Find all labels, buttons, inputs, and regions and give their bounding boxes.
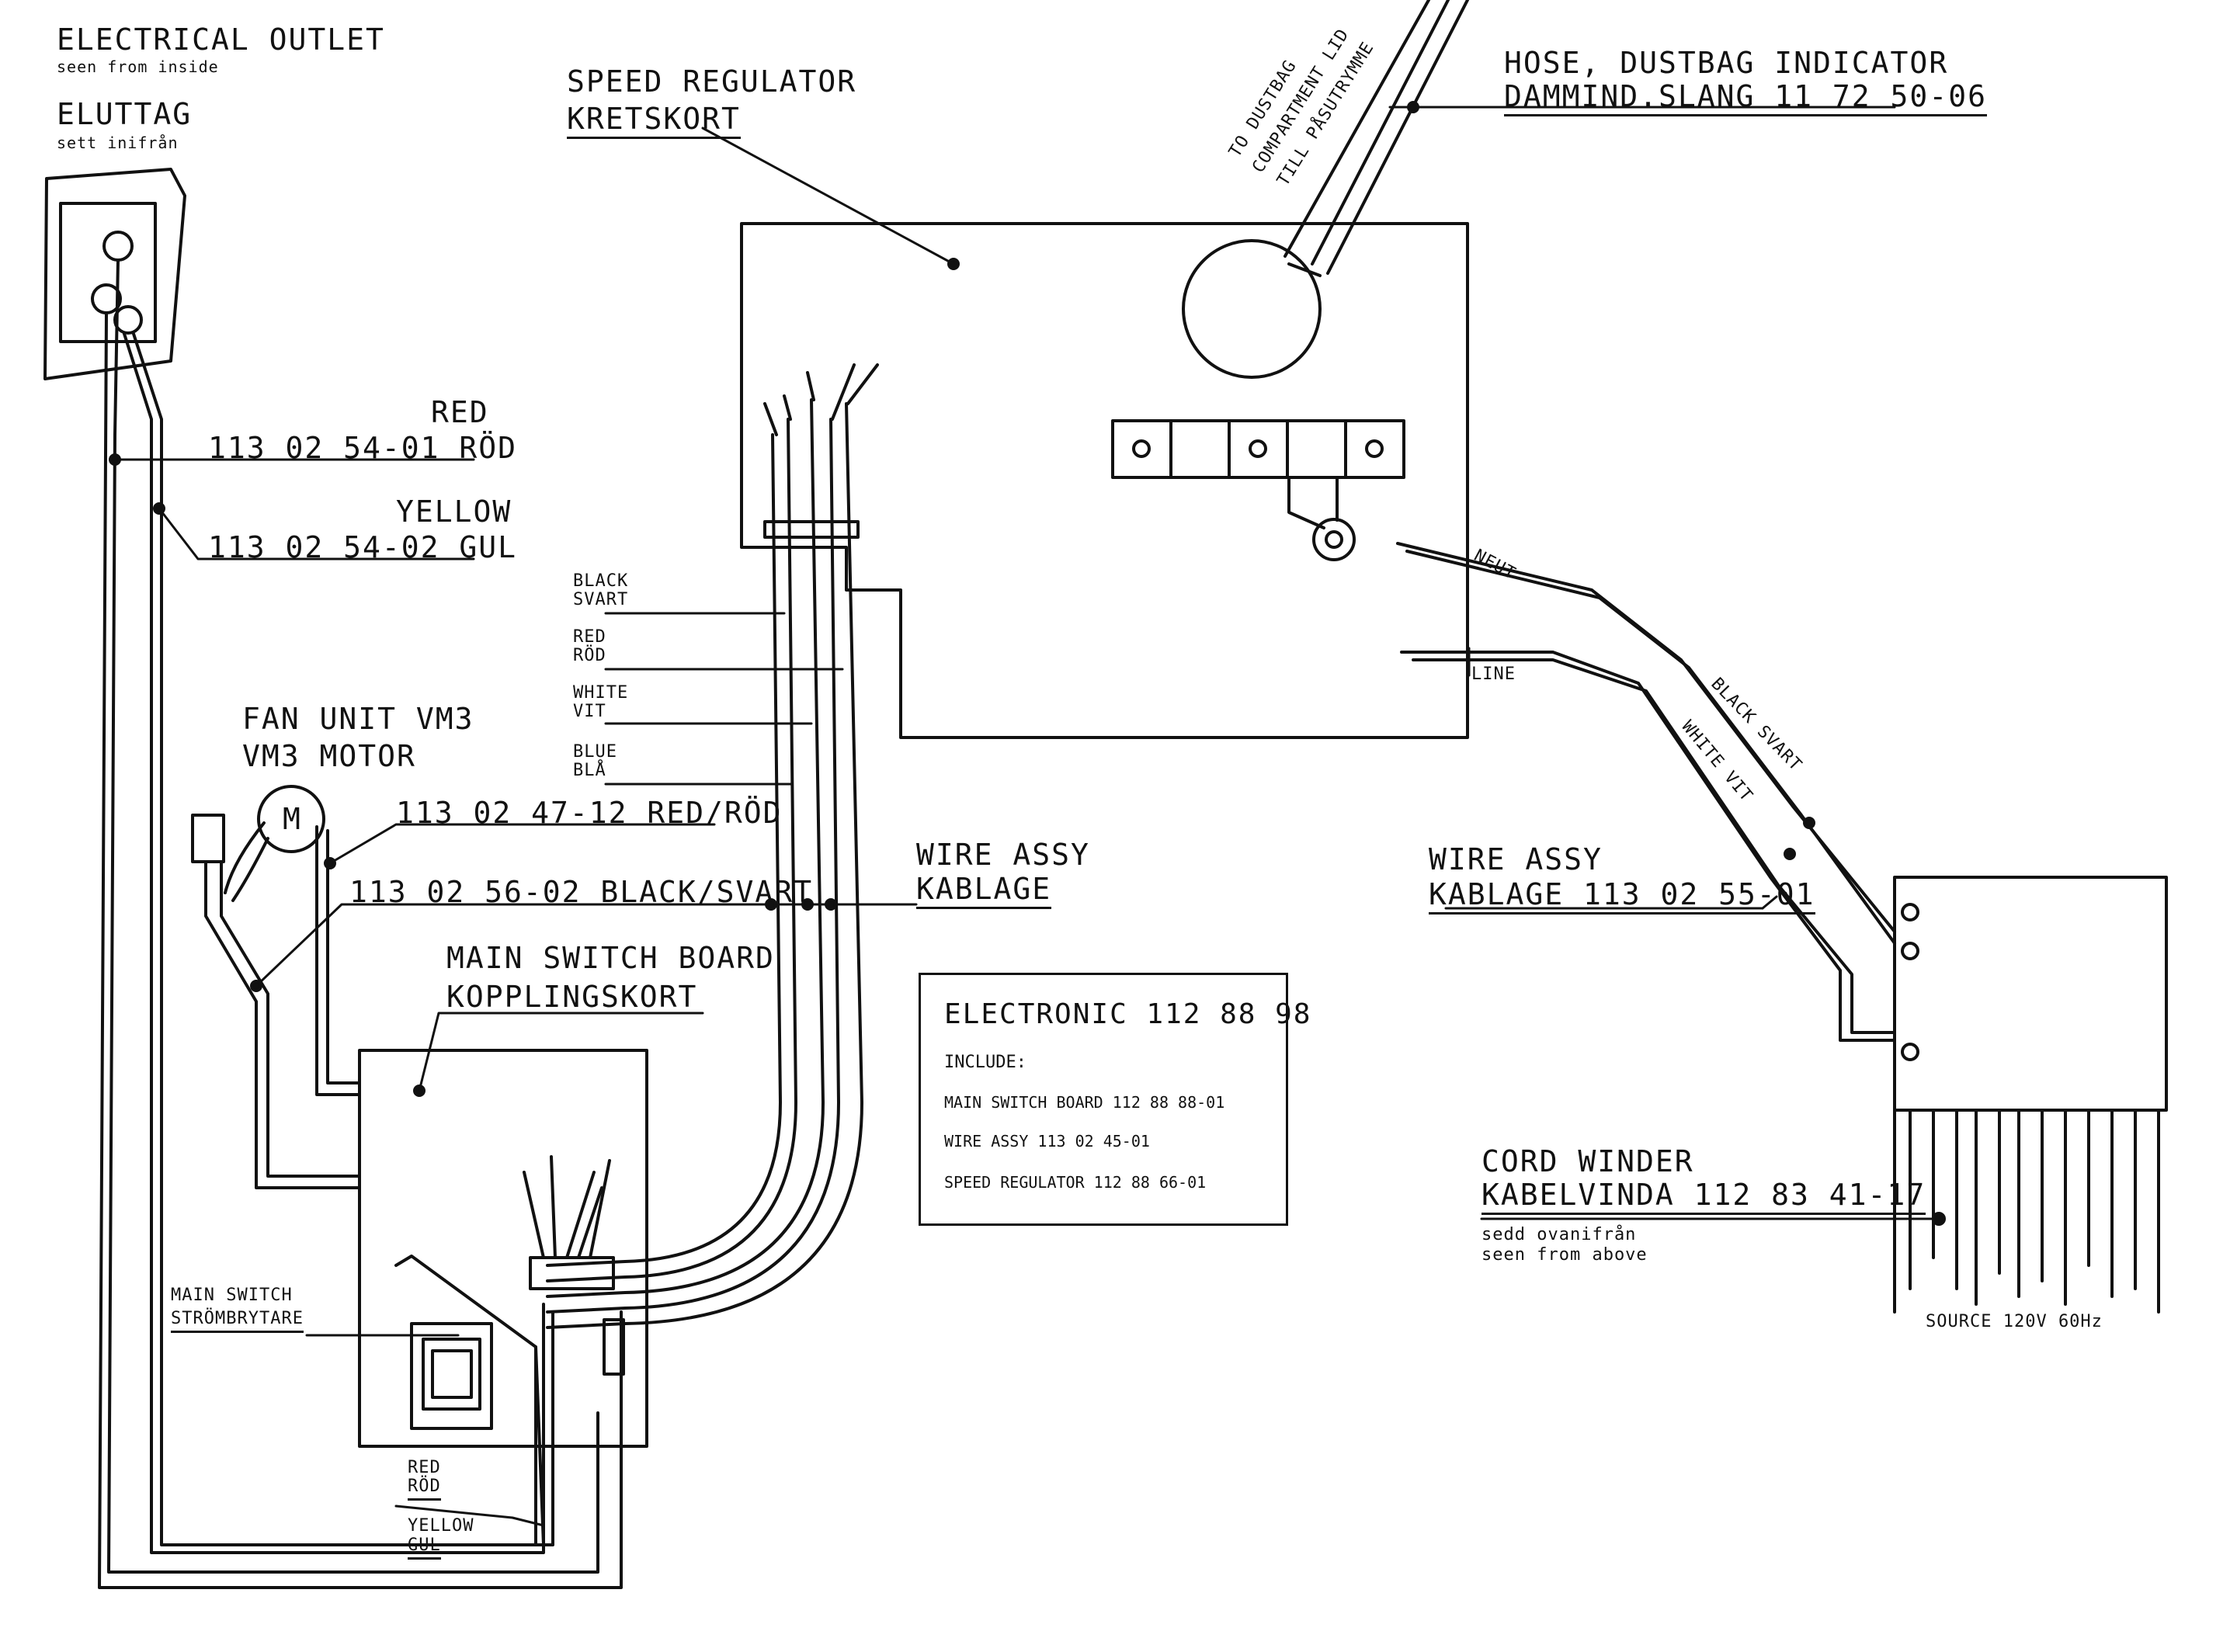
hose-label-en: HOSE, DUSTBAG INDICATOR: [1504, 46, 1949, 80]
bottom-yellow-label-sv: GUL: [408, 1537, 441, 1560]
speed-regulator-leader: [701, 127, 955, 266]
bottom-red-label-sv: RÖD: [408, 1478, 441, 1501]
hose-label-sv: DAMMIND.SLANG 11 72 50-06: [1504, 82, 1987, 116]
cord-winder-sub-en: seen from above: [1481, 1245, 1648, 1265]
outlet-leaders: [113, 458, 475, 560]
speed-regulator-label-sv: KRETSKORT: [567, 104, 741, 139]
cord-winder-sub-sv: sedd ovanifrån: [1481, 1225, 1637, 1244]
wire-assy2-label-sv: KABLAGE 113 02 55-01: [1429, 880, 1815, 914]
outlet-title-en: ELECTRICAL OUTLET: [57, 23, 385, 57]
white-label-sv: VIT: [573, 702, 606, 721]
white-label-en: WHITE: [573, 683, 629, 703]
wire-harness: [546, 363, 879, 1329]
fan-unit-label: FAN UNIT VM3: [242, 702, 474, 736]
red-part-label: 113 02 54-01 RÖD: [208, 431, 518, 465]
electronic-kit-box: ELECTRONIC 112 88 98 INCLUDE: MAIN SWITC…: [919, 973, 1310, 1226]
electronic-title: ELECTRONIC 112 88 98: [944, 998, 1312, 1030]
electronic-include: INCLUDE:: [944, 1053, 1026, 1072]
electrical-outlet: [43, 168, 186, 380]
electronic-item-wire-assy: WIRE ASSY 113 02 45-01: [944, 1132, 1150, 1150]
dustbag-hose: [1283, 0, 1469, 277]
red2-label-en: RED: [573, 627, 606, 647]
bottom-yellow-label-en: YELLOW: [408, 1516, 474, 1536]
main-switch-label-en: MAIN SWITCH: [171, 1286, 293, 1305]
electronic-item-speed-regulator: SPEED REGULATOR 112 88 66-01: [944, 1173, 1207, 1192]
red2-label-sv: RÖD: [573, 646, 606, 665]
wire-assy-label-en: WIRE ASSY: [916, 838, 1090, 872]
source-wires: [1396, 542, 1896, 1042]
main-switch-label-sv: STRÖMBRYTARE: [171, 1310, 304, 1333]
speed-regulator-board: [740, 222, 1469, 739]
speed-regulator-label-en: SPEED REGULATOR: [567, 64, 857, 99]
outlet-subtitle-sv: sett inifrån: [57, 134, 179, 152]
blue-label-en: BLUE: [573, 742, 617, 762]
outlet-title-sv: ELUTTAG: [57, 97, 193, 131]
yellow-part-label: 113 02 54-02 GUL: [208, 530, 518, 564]
electronic-item-main-switch-board: MAIN SWITCH BOARD 112 88 88-01: [944, 1093, 1225, 1112]
line-label: LINE: [1471, 665, 1516, 684]
main-switch-board: [305, 1012, 704, 1546]
wire-assy-label-sv: KABLAGE: [916, 874, 1052, 909]
black-label-en: BLACK: [573, 571, 629, 591]
junction-dots: [109, 101, 1419, 992]
black-label-sv: SVART: [573, 590, 629, 609]
cord-winder-label-sv: KABELVINDA 112 83 41-17: [1481, 1180, 1926, 1215]
bottom-red-label-en: RED: [408, 1458, 441, 1477]
source-label: SOURCE 120V 60Hz: [1926, 1312, 2103, 1331]
outlet-subtitle-en: seen from inside: [57, 57, 219, 76]
wire-assy2-label-en: WIRE ASSY: [1429, 842, 1603, 876]
cord-winder: [1480, 876, 2168, 1314]
main-switch-board-label-sv: KOPPLINGSKORT: [446, 980, 698, 1014]
fan-red-part-label: 113 02 47-12 RED/RÖD: [396, 796, 783, 830]
main-switch-board-label-en: MAIN SWITCH BOARD: [446, 941, 775, 975]
blue-label-sv: BLÅ: [573, 761, 606, 780]
cord-winder-label-en: CORD WINDER: [1481, 1144, 1694, 1178]
red-label: RED: [431, 395, 489, 429]
motor-symbol: M: [283, 802, 302, 836]
fan-motor-label: VM3 MOTOR: [242, 739, 416, 773]
outlet-wires: [98, 259, 623, 1589]
fan-motor: [191, 785, 716, 1189]
yellow-label: YELLOW: [396, 495, 512, 529]
fan-black-part-label: 113 02 56-02 BLACK/SVART: [349, 875, 814, 909]
color-leaders: [604, 612, 844, 786]
